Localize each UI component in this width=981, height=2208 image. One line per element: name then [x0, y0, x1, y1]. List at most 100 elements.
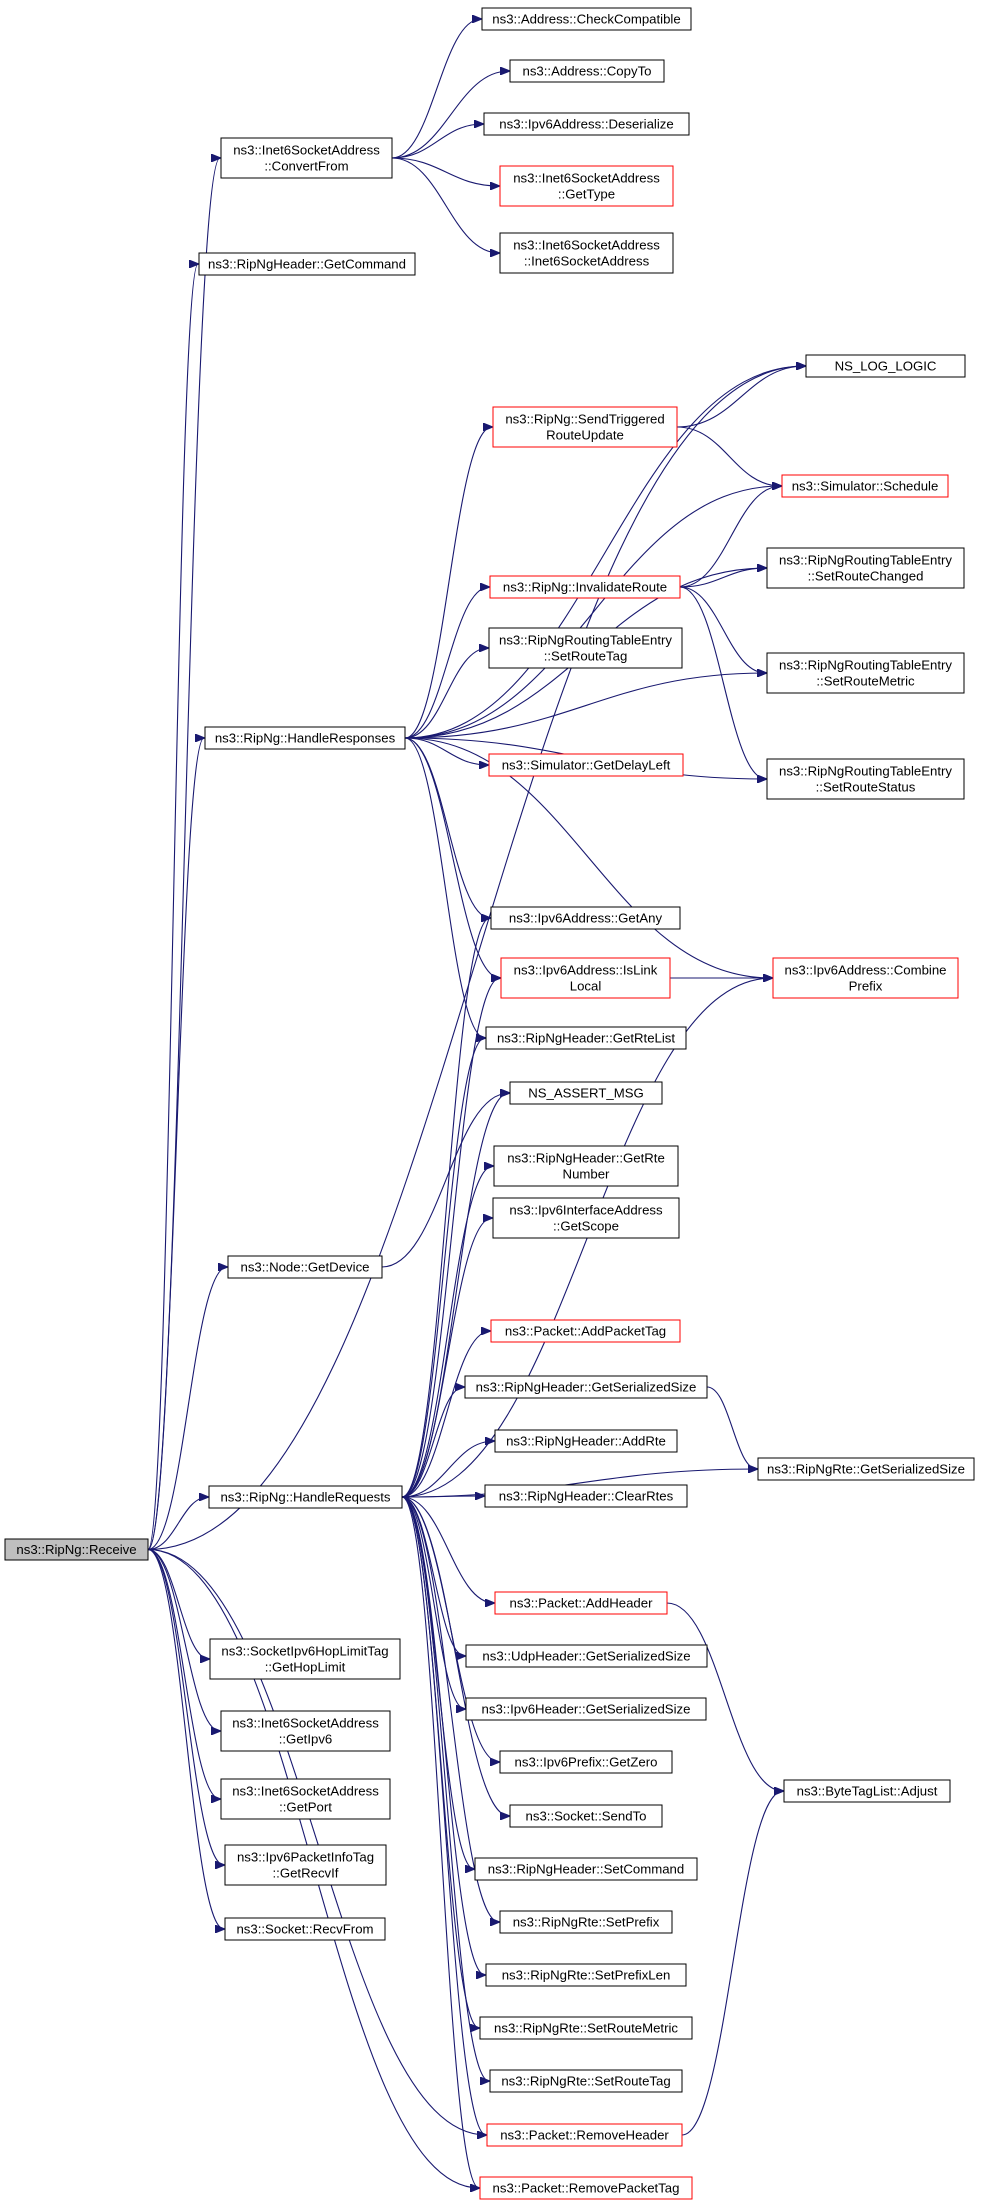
- node-box: [783, 1779, 951, 1803]
- node-receive[interactable]: ns3::RipNg::Receive: [4, 1538, 149, 1561]
- node-label: ns3::Ipv6InterfaceAddress: [509, 1203, 663, 1218]
- node-box: [499, 1910, 673, 1934]
- node-setroutestatus[interactable]: ns3::RipNgRoutingTableEntry::SetRouteSta…: [766, 758, 965, 800]
- node-label: ::ConvertFrom: [264, 159, 348, 174]
- node-bytetag_adjust[interactable]: ns3::ByteTagList::Adjust: [783, 1779, 951, 1803]
- edge-handleresponses-to-sendtriggered: [404, 427, 492, 739]
- node-removepackettag[interactable]: ns3::Packet::RemovePacketTag: [479, 2176, 693, 2200]
- node-label: ns3::Socket::RecvFrom: [236, 1922, 373, 1937]
- node-label: ns3::RipNgRte::SetRouteMetric: [494, 2021, 678, 2036]
- edge-convertfrom-to-gettype: [391, 157, 499, 186]
- node-getrtelist[interactable]: ns3::RipNgHeader::GetRteList: [485, 1026, 687, 1050]
- node-label: Prefix: [849, 979, 883, 994]
- node-label: ns3::RipNgRte::SetRouteTag: [501, 2074, 670, 2089]
- node-box: [757, 1457, 975, 1481]
- node-box: [499, 232, 674, 274]
- node-removeheader[interactable]: ns3::Packet::RemoveHeader: [486, 2123, 683, 2147]
- node-gettype[interactable]: ns3::Inet6SocketAddress::GetType: [499, 165, 674, 207]
- node-hdr_getserializedsize[interactable]: ns3::RipNgHeader::GetSerializedSize: [464, 1375, 708, 1399]
- node-copyto[interactable]: ns3::Address::CopyTo: [509, 59, 665, 83]
- node-box: [766, 758, 965, 800]
- node-box: [464, 1375, 708, 1399]
- node-box: [492, 406, 678, 448]
- edge-handlerequests-to-addpackettag: [401, 1331, 490, 1498]
- node-label: ::SetRouteChanged: [808, 569, 924, 584]
- node-getzero[interactable]: ns3::Ipv6Prefix::GetZero: [499, 1750, 673, 1774]
- node-getdevice[interactable]: ns3::Node::GetDevice: [227, 1255, 383, 1279]
- edge-handlerequests-to-setprefixlen: [401, 1496, 485, 1975]
- node-label: ns3::RipNgHeader::GetRte: [507, 1151, 665, 1166]
- edge-invalidate-to-schedule: [679, 486, 781, 588]
- edge-handleresponses-to-setroutetag_entry: [404, 648, 488, 739]
- node-box: [772, 957, 959, 999]
- node-rte_getserializedsize[interactable]: ns3::RipNgRte::GetSerializedSize: [757, 1457, 975, 1481]
- node-convertfrom[interactable]: ns3::Inet6SocketAddress::ConvertFrom: [220, 137, 393, 179]
- edge-removeheader-to-bytetag_adjust: [681, 1791, 783, 2136]
- node-box: [489, 2069, 683, 2093]
- node-inet6ctor[interactable]: ns3::Inet6SocketAddress::Inet6SocketAddr…: [499, 232, 674, 274]
- node-getdelayleft[interactable]: ns3::Simulator::GetDelayLeft: [488, 753, 684, 777]
- node-clearrtes[interactable]: ns3::RipNgHeader::ClearRtes: [484, 1484, 688, 1508]
- node-deserialize[interactable]: ns3::Ipv6Address::Deserialize: [483, 112, 690, 136]
- node-box: [492, 1197, 680, 1239]
- node-setroutetag_entry[interactable]: ns3::RipNgRoutingTableEntry::SetRouteTag: [488, 627, 683, 669]
- node-setroutechanged[interactable]: ns3::RipNgRoutingTableEntry::SetRouteCha…: [766, 547, 965, 589]
- edge-handleresponses-to-nslog: [404, 366, 805, 739]
- node-getipv6[interactable]: ns3::Inet6SocketAddress::GetIpv6: [220, 1710, 391, 1752]
- node-label: ns3::RipNg::SendTriggered: [505, 412, 664, 427]
- node-box: [224, 1844, 387, 1886]
- node-rte_setroutemetric[interactable]: ns3::RipNgRte::SetRouteMetric: [479, 2016, 693, 2040]
- node-box: [494, 1429, 678, 1453]
- node-label: ::GetHopLimit: [265, 1660, 346, 1675]
- node-handleresponses[interactable]: ns3::RipNg::HandleResponses: [204, 726, 406, 750]
- edge-convertfrom-to-copyto: [391, 71, 509, 159]
- node-gethoplimit[interactable]: ns3::SocketIpv6HopLimitTag::GetHopLimit: [209, 1638, 401, 1680]
- node-label: Local: [570, 979, 602, 994]
- node-getrecvif[interactable]: ns3::Ipv6PacketInfoTag::GetRecvIf: [224, 1844, 387, 1886]
- node-box: [493, 1145, 679, 1187]
- node-checkcompatible[interactable]: ns3::Address::CheckCompatible: [481, 7, 692, 31]
- node-label: ns3::Packet::RemoveHeader: [500, 2128, 669, 2143]
- edge-handlerequests-to-removeheader: [401, 1496, 486, 2135]
- node-getport[interactable]: ns3::Inet6SocketAddress::GetPort: [220, 1778, 391, 1820]
- node-handlerequests[interactable]: ns3::RipNg::HandleRequests: [208, 1485, 403, 1509]
- node-ipv6_getserializedsize[interactable]: ns3::Ipv6Header::GetSerializedSize: [465, 1697, 707, 1721]
- node-label: ns3::RipNgHeader::ClearRtes: [499, 1489, 674, 1504]
- node-sendto[interactable]: ns3::Socket::SendTo: [509, 1804, 663, 1828]
- node-nslog[interactable]: NS_LOG_LOGIC: [805, 354, 966, 378]
- node-recvfrom[interactable]: ns3::Socket::RecvFrom: [224, 1917, 386, 1941]
- node-invalidate[interactable]: ns3::RipNg::InvalidateRoute: [489, 575, 681, 599]
- edge-receive-to-handleresponses: [147, 738, 204, 1551]
- node-box: [209, 1638, 401, 1680]
- node-setprefix[interactable]: ns3::RipNgRte::SetPrefix: [499, 1910, 673, 1934]
- node-box: [220, 137, 393, 179]
- node-getcommand[interactable]: ns3::RipNgHeader::GetCommand: [198, 252, 416, 276]
- node-label: ns3::Node::GetDevice: [240, 1260, 369, 1275]
- node-rte_setroutetag[interactable]: ns3::RipNgRte::SetRouteTag: [489, 2069, 683, 2093]
- node-label: NS_ASSERT_MSG: [528, 1086, 644, 1101]
- node-getscope[interactable]: ns3::Ipv6InterfaceAddress::GetScope: [492, 1197, 680, 1239]
- node-label: ns3::ByteTagList::Adjust: [797, 1784, 938, 1799]
- node-setprefixlen[interactable]: ns3::RipNgRte::SetPrefixLen: [485, 1963, 687, 1987]
- node-udp_getserializedsize[interactable]: ns3::UdpHeader::GetSerializedSize: [465, 1644, 708, 1668]
- node-box: [481, 7, 692, 31]
- node-addheader[interactable]: ns3::Packet::AddHeader: [494, 1591, 668, 1615]
- node-setroutemetric_entry[interactable]: ns3::RipNgRoutingTableEntry::SetRouteMet…: [766, 652, 965, 694]
- node-label: ::Inet6SocketAddress: [524, 254, 650, 269]
- node-label: ::GetIpv6: [279, 1732, 333, 1747]
- node-getany[interactable]: ns3::Ipv6Address::GetAny: [490, 906, 681, 930]
- node-box: [227, 1255, 383, 1279]
- node-box: [488, 627, 683, 669]
- node-addrte[interactable]: ns3::RipNgHeader::AddRte: [494, 1429, 678, 1453]
- node-schedule[interactable]: ns3::Simulator::Schedule: [781, 474, 949, 498]
- node-setcommand[interactable]: ns3::RipNgHeader::SetCommand: [474, 1857, 698, 1881]
- node-label: ns3::Packet::AddHeader: [510, 1596, 654, 1611]
- node-nsassert[interactable]: NS_ASSERT_MSG: [509, 1081, 663, 1105]
- node-box: [500, 957, 671, 999]
- node-addpackettag[interactable]: ns3::Packet::AddPacketTag: [490, 1319, 681, 1343]
